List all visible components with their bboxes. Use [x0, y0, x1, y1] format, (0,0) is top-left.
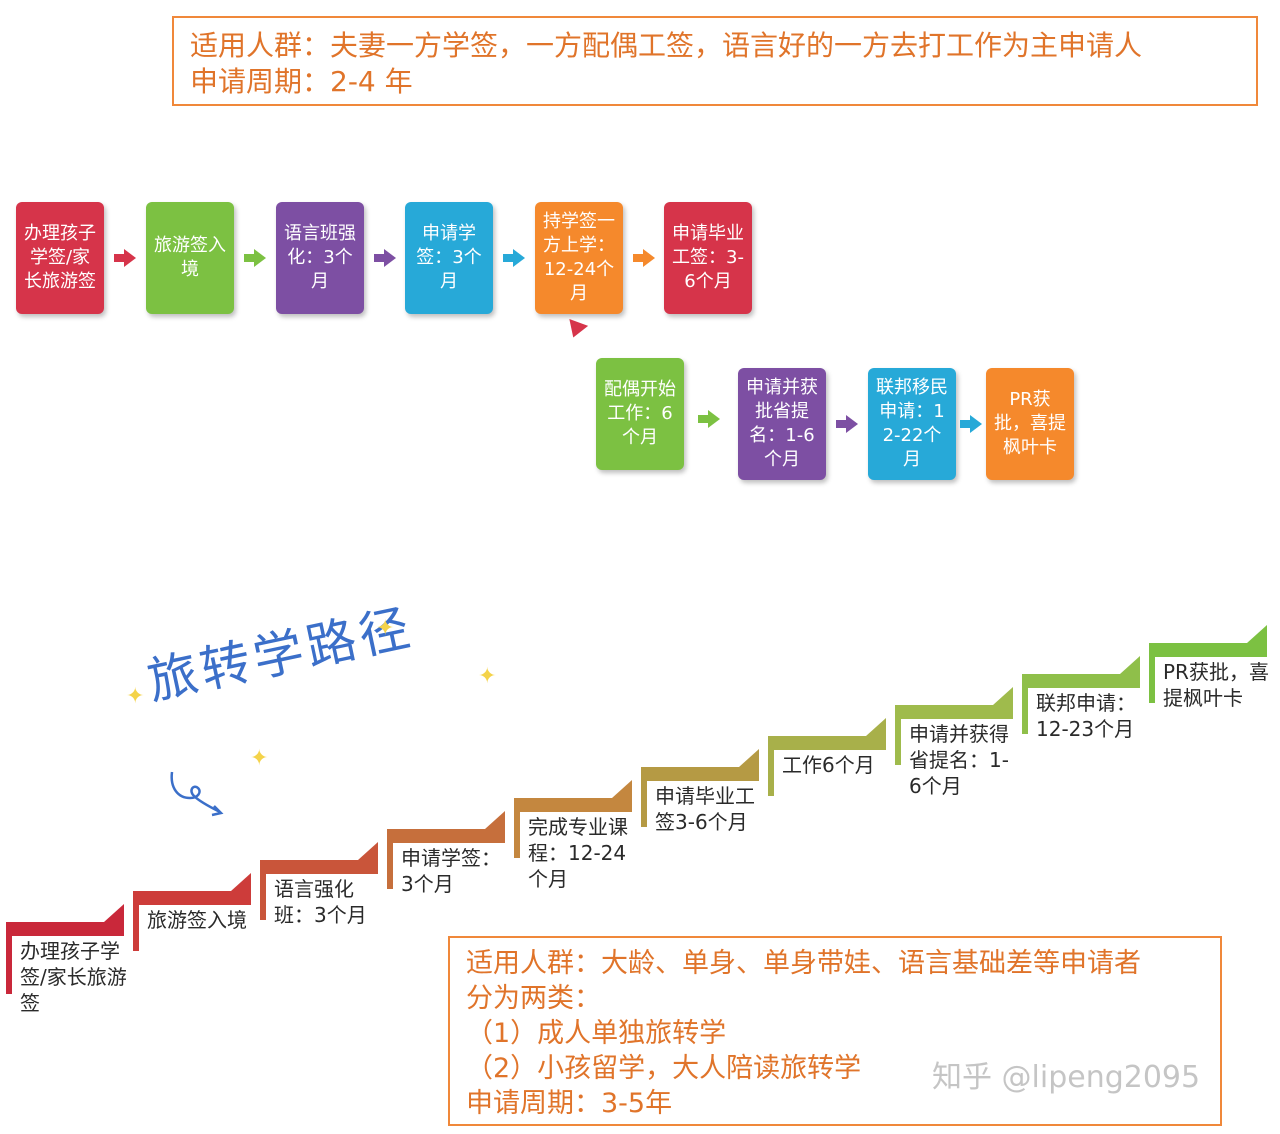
stair-step-riser — [260, 860, 266, 920]
top-applicability-note: 适用人群：夫妻一方学签，一方配偶工签，语言好的一方去打工作为主申请人 申请周期：… — [172, 16, 1258, 106]
bottom-note-line-3: （1）成人单独旅转学 — [466, 1018, 727, 1049]
stair-step-bar — [895, 705, 1013, 719]
stair-step-label: 申请并获得省提名：1-6个月 — [909, 722, 1009, 798]
flow-box-2: 旅游签入境 — [146, 202, 234, 314]
stair-step-riser — [895, 705, 901, 765]
flow-arrow-3 — [374, 249, 396, 267]
stair-step-label: 申请学签：3个月 — [401, 846, 501, 896]
stair-step-riser — [768, 736, 774, 796]
stair-step-bar — [260, 860, 378, 874]
bottom-note-line-1: 适用人群：大龄、单身、单身带娃、语言基础差等申请者 — [466, 948, 1141, 979]
flow-box-3: 语言班强化：3个月 — [276, 202, 364, 314]
flow-box-4-label: 申请学签：3个月 — [416, 223, 482, 292]
flow2-box-3-label: 联邦移民申请：12-22个月 — [876, 377, 948, 470]
stair-step-corner — [485, 811, 505, 829]
flow2-box-2: 申请并获批省提名：1-6个月 — [738, 368, 826, 480]
stair-step-label: 申请毕业工签3-6个月 — [655, 784, 755, 834]
star-icon: ✦ — [478, 664, 497, 689]
flow-down-arrow — [563, 319, 589, 341]
stair-step-corner — [104, 904, 124, 922]
stair-step-bar — [387, 829, 505, 843]
stair-step-label: 语言强化班：3个月 — [274, 877, 367, 927]
flow2-arrow-1 — [698, 410, 720, 428]
stair-step-label: 办理孩子学签/家长旅游签 — [20, 939, 127, 1015]
flow-box-3-label: 语言班强化：3个月 — [284, 223, 356, 292]
star-icon: ✦ — [376, 616, 395, 641]
flow2-arrow-2 — [836, 415, 858, 433]
path-title: 旅转学路径 — [142, 598, 419, 712]
flow2-box-3: 联邦移民申请：12-22个月 — [868, 368, 956, 480]
stair-step-bar — [768, 736, 886, 750]
flow-arrow-1 — [114, 249, 136, 267]
flow-arrow-5 — [633, 249, 655, 267]
stair-step-riser — [1022, 674, 1028, 734]
stair-step-label: 联邦申请：12-23个月 — [1036, 691, 1136, 741]
stair-step-corner — [866, 718, 886, 736]
bottom-note-line-2: 分为两类： — [466, 983, 601, 1014]
bottom-note-line-4: （2）小孩留学，大人陪读旅转学 — [466, 1053, 862, 1084]
stair-step-corner — [1120, 656, 1140, 674]
flow-box-1: 办理孩子学签/家长旅游签 — [16, 202, 104, 314]
flow-box-6-label: 申请毕业工签：3-6个月 — [672, 223, 744, 292]
stair-step-bar — [1022, 674, 1140, 688]
stair-step-riser — [641, 767, 647, 827]
stair-step-label: 工作6个月 — [782, 753, 875, 777]
flow-box-5: 持学签一方上学：12-24个月 — [535, 202, 623, 314]
stair-step-label: 旅游签入境 — [147, 908, 247, 932]
stair-step-riser — [387, 829, 393, 889]
stair-step-corner — [612, 780, 632, 798]
stair-step-corner — [358, 842, 378, 860]
flow-box-1-label: 办理孩子学签/家长旅游签 — [24, 223, 96, 292]
flow-box-5-label: 持学签一方上学：12-24个月 — [543, 211, 615, 304]
flow-box-6: 申请毕业工签：3-6个月 — [664, 202, 752, 314]
flow2-arrow-3 — [960, 415, 982, 433]
top-note-line-1: 适用人群：夫妻一方学签，一方配偶工签，语言好的一方去打工作为主申请人 — [190, 29, 1143, 62]
flow-arrow-4 — [503, 249, 525, 267]
stair-step-corner — [1247, 625, 1267, 643]
top-note-line-2: 申请周期：2-4 年 — [190, 65, 413, 98]
flow-box-2-label: 旅游签入境 — [154, 235, 226, 280]
stair-step-riser — [1149, 643, 1155, 703]
star-icon: ✦ — [250, 746, 269, 771]
flow-box-4: 申请学签：3个月 — [405, 202, 493, 314]
stair-step-label: PR获批，喜提枫叶卡 — [1163, 660, 1269, 710]
stair-step-bar — [514, 798, 632, 812]
watermark: 知乎 @lipeng2095 — [932, 1060, 1201, 1095]
flow-arrow-2 — [244, 249, 266, 267]
stair-step-riser — [6, 922, 12, 994]
stair-step-riser — [514, 798, 520, 858]
flow2-box-2-label: 申请并获批省提名：1-6个月 — [746, 377, 818, 470]
stair-step-riser — [133, 891, 139, 951]
stair-step-bar — [133, 891, 251, 905]
stair-step-corner — [231, 873, 251, 891]
flow2-box-1: 配偶开始工作：6个月 — [596, 358, 684, 470]
flow2-box-4: PR获批，喜提枫叶卡 — [986, 368, 1074, 480]
flow2-box-1-label: 配偶开始工作：6个月 — [604, 379, 676, 448]
stair-step-label: 完成专业课程：12-24个月 — [528, 815, 628, 891]
flow2-box-4-label: PR获批，喜提枫叶卡 — [994, 389, 1066, 458]
stair-step-corner — [739, 749, 759, 767]
bottom-applicability-note: 适用人群：大龄、单身、单身带娃、语言基础差等申请者 分为两类： （1）成人单独旅… — [448, 936, 1222, 1126]
heart-arrow-icon — [170, 771, 224, 817]
star-icon: ✦ — [126, 684, 145, 709]
stair-step-bar — [1149, 643, 1267, 657]
stair-step-bar — [641, 767, 759, 781]
stair-step-bar — [6, 922, 124, 936]
stair-step-corner — [993, 687, 1013, 705]
bottom-note-line-5: 申请周期：3-5年 — [466, 1088, 673, 1119]
